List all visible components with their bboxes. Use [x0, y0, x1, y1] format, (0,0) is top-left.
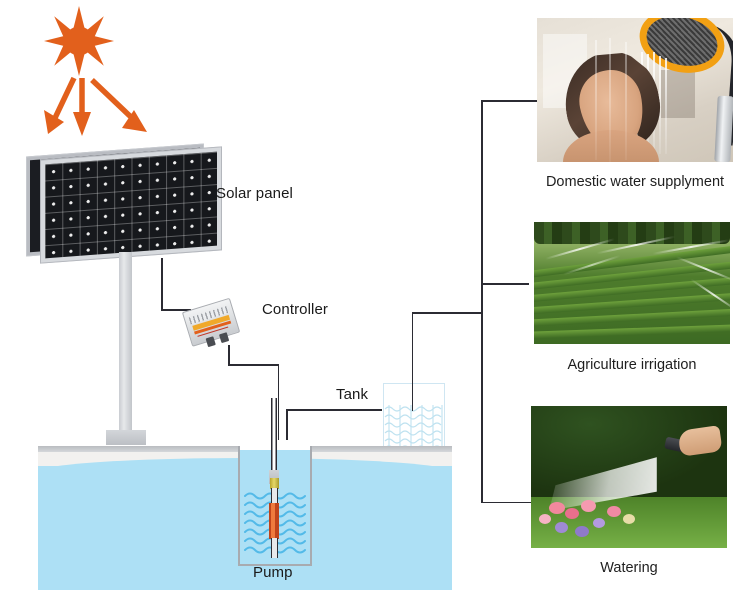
flower	[575, 526, 589, 537]
sun-icon	[34, 6, 184, 154]
controller-device	[181, 293, 244, 350]
shower-photo-caption: Domestic water supplyment	[545, 174, 725, 190]
solar-panel	[40, 146, 222, 264]
water-stream	[609, 38, 611, 162]
wire-branch-agriculture	[481, 283, 529, 285]
water-stream	[625, 42, 627, 160]
watering-photo	[531, 406, 727, 548]
solar-panel-base	[106, 430, 146, 445]
tank	[383, 383, 445, 448]
agriculture-photo-caption: Agriculture irrigation	[567, 357, 697, 373]
pump-neck	[270, 488, 278, 504]
wire-controller-to-pump-horizontal	[228, 364, 279, 366]
shower-handle	[714, 95, 733, 162]
controller-label: Controller	[262, 301, 329, 318]
pump-motor-body	[269, 503, 279, 539]
wire-distribution-trunk	[481, 100, 483, 503]
flower	[623, 514, 635, 524]
flower	[549, 502, 565, 514]
tank-water	[384, 405, 444, 448]
pump-label: Pump	[253, 564, 293, 581]
water-stream	[665, 58, 667, 154]
wire-panel-to-controller-horizontal	[161, 309, 191, 311]
solar-panel-pole	[119, 252, 132, 439]
flower	[555, 522, 568, 533]
controller-cable-gland-right	[218, 332, 230, 344]
submersible-pump	[266, 398, 282, 558]
pump-tail	[270, 538, 278, 558]
flower	[565, 508, 579, 519]
wire-pump-to-tank-horizontal	[286, 409, 382, 411]
controller-body	[181, 297, 241, 348]
shower-photo	[537, 18, 733, 162]
watering-photo-caption: Watering	[600, 560, 658, 576]
solar-panel-cells	[45, 151, 217, 259]
pump-riser-pipe	[271, 398, 277, 472]
pump-head	[269, 470, 279, 484]
controller-cable-gland-left	[205, 336, 216, 348]
agriculture-photo	[534, 222, 730, 344]
wire-controller-to-pump-vertical	[277, 364, 280, 480]
wire-panel-to-controller-vertical	[161, 258, 163, 310]
tree-line	[534, 222, 730, 244]
flower	[607, 506, 621, 517]
wire-controller-drop	[228, 345, 230, 365]
tank-water-waves	[384, 405, 443, 448]
wire-branch-domestic	[481, 100, 537, 102]
sun-svg	[44, 6, 147, 136]
solar-panel-label: Solar panel	[216, 185, 293, 202]
wire-branch-watering	[481, 501, 531, 504]
flower	[593, 518, 605, 528]
tank-label: Tank	[336, 386, 369, 403]
water-stream	[595, 40, 597, 160]
flower	[581, 500, 596, 512]
flower	[539, 514, 551, 524]
wire-tank-to-trunk	[412, 312, 482, 314]
wire-trunk-to-tank-drop	[411, 312, 414, 411]
pump-yellow-section	[269, 478, 279, 489]
